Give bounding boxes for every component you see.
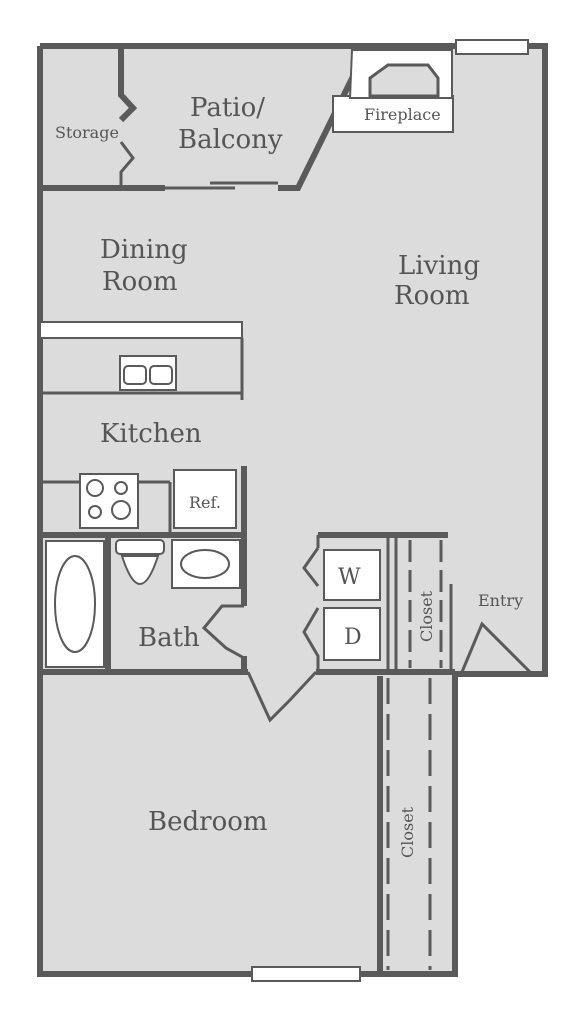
bath-label: Bath xyxy=(138,623,200,653)
storage-label: Storage xyxy=(55,123,119,142)
kitchen-counter-top-bar xyxy=(39,321,243,339)
bedroom-closet-label: Closet xyxy=(398,806,417,858)
burner-2 xyxy=(114,481,128,495)
fireplace-firebox xyxy=(368,63,440,98)
hall-closet-label: Closet xyxy=(417,590,436,642)
window-top xyxy=(455,39,529,55)
living-label-1: Living xyxy=(398,251,480,281)
burner-1 xyxy=(86,479,104,497)
toilet-tank xyxy=(115,539,165,555)
dryer-label: D xyxy=(344,625,362,650)
ref-label: Ref. xyxy=(189,493,221,512)
fireplace-label: Fireplace xyxy=(364,105,441,124)
living-label-2: Room xyxy=(394,281,470,311)
sink-basin-left xyxy=(123,365,147,385)
laundry-door-top xyxy=(302,547,320,587)
vanity-sink xyxy=(180,549,230,579)
entry-door xyxy=(460,621,532,674)
toilet-bowl xyxy=(120,555,160,585)
laundry-door-bottom xyxy=(302,607,320,672)
kitchen-label: Kitchen xyxy=(100,419,202,449)
dryer xyxy=(323,607,381,661)
floor-area xyxy=(40,46,545,974)
sink-basin-right xyxy=(149,365,173,385)
washer-label: W xyxy=(338,565,361,590)
entry-label: Entry xyxy=(478,591,523,610)
bath-door xyxy=(201,604,245,660)
dining-label-1: Dining xyxy=(100,235,188,265)
refrigerator xyxy=(173,469,237,529)
storage-door xyxy=(119,141,135,188)
window-bottom xyxy=(251,966,361,982)
patio-label-1: Patio/ xyxy=(190,93,265,123)
bedroom-label: Bedroom xyxy=(148,807,268,837)
bathtub-basin xyxy=(54,555,96,653)
washer xyxy=(323,549,381,601)
burner-4 xyxy=(111,500,131,520)
patio-wall-right xyxy=(278,44,371,191)
dining-label-2: Room xyxy=(102,267,178,297)
storage-wall xyxy=(118,46,138,123)
bedroom-door xyxy=(246,670,318,723)
patio-label-2: Balcony xyxy=(178,125,283,155)
burner-3 xyxy=(88,505,102,519)
